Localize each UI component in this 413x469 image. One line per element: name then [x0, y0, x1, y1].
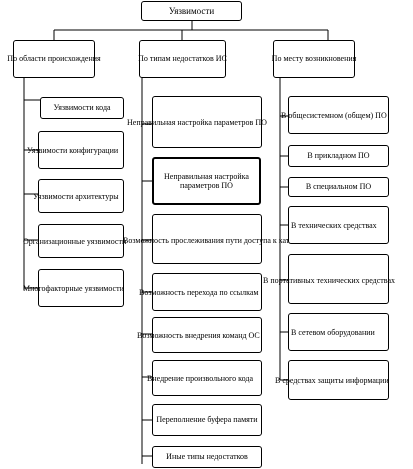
location-item-system-software: В общесистемном (общем) ПО: [281, 96, 389, 134]
defect-item-label: Неправильная настройка параметров ПО: [127, 118, 267, 127]
origin-item-organizational: Организационные уязвимости: [23, 224, 126, 258]
location-item-label: В портативных технических средствах: [263, 276, 395, 285]
defect-item-label: Возможность внедрения команд ОС: [137, 331, 260, 340]
defect-item-input-validation: Возможность прослеживания пути доступа к…: [123, 214, 313, 264]
defect-item-misconfiguration-highlighted: Неправильная настройка параметров ПО: [152, 157, 261, 205]
location-item-application-software: В прикладном ПО: [288, 145, 389, 167]
origin-item-multifactor: Многофакторные уязвимости: [23, 269, 124, 307]
location-item-label: В средствах защиты информации: [275, 376, 389, 385]
origin-item-configuration: Уязвимости конфигурации: [27, 131, 124, 169]
category-defect-types: По типам недостатков ИС: [138, 40, 227, 78]
origin-item-label: Организационные уязвимости: [23, 237, 127, 246]
location-item-network-equipment: В сетевом оборудовании: [288, 313, 389, 351]
location-item-label: В сетевом оборудовании: [291, 328, 375, 337]
origin-item-label: Уязвимости архитектуры: [33, 192, 119, 201]
location-item-label: В технических средствах: [291, 221, 377, 230]
defect-item-link-following: Возможность перехода по ссылкам: [139, 273, 262, 311]
location-item-label: В прикладном ПО: [307, 151, 370, 161]
defect-item-code-injection: Внедрение произвольного кода: [147, 360, 262, 396]
defect-item-label: Возможность прослеживания пути доступа к…: [123, 236, 313, 245]
defect-item-label: Неправильная настройка параметров ПО: [164, 171, 249, 190]
location-item-special-software: В специальном ПО: [288, 177, 389, 197]
origin-item-code: Уязвимости кода: [40, 97, 124, 119]
location-item-security-tools: В средствах защиты информации: [275, 360, 389, 400]
category-location: По месту возникновения: [272, 40, 356, 78]
defect-item-label: Внедрение произвольного кода: [147, 374, 254, 383]
origin-item-label: Уязвимости кода: [53, 103, 111, 113]
defect-item-label: Иные типы недостатков: [166, 452, 248, 462]
location-item-hardware: В технических средствах: [288, 206, 389, 244]
defect-item-other: Иные типы недостатков: [152, 446, 262, 468]
defect-item-misconfiguration: Неправильная настройка параметров ПО: [127, 96, 267, 148]
location-item-label: В общесистемном (общем) ПО: [281, 111, 387, 120]
root-node: Уязвимости: [141, 1, 242, 21]
location-item-label: В специальном ПО: [305, 182, 372, 192]
defect-item-os-command-injection: Возможность внедрения команд ОС: [137, 317, 262, 353]
category-origin: По области происхождения: [7, 40, 101, 78]
origin-item-label: Многофакторные уязвимости: [23, 284, 124, 293]
defect-item-buffer-overflow: Переполнение буфера памяти: [152, 404, 262, 436]
defect-item-label: Возможность перехода по ссылкам: [139, 288, 259, 297]
location-item-portable-hardware: В портативных технических средствах: [263, 254, 395, 304]
defect-item-label: Переполнение буфера памяти: [156, 415, 258, 425]
origin-item-architecture: Уязвимости архитектуры: [33, 179, 124, 213]
origin-item-label: Уязвимости конфигурации: [27, 146, 119, 155]
